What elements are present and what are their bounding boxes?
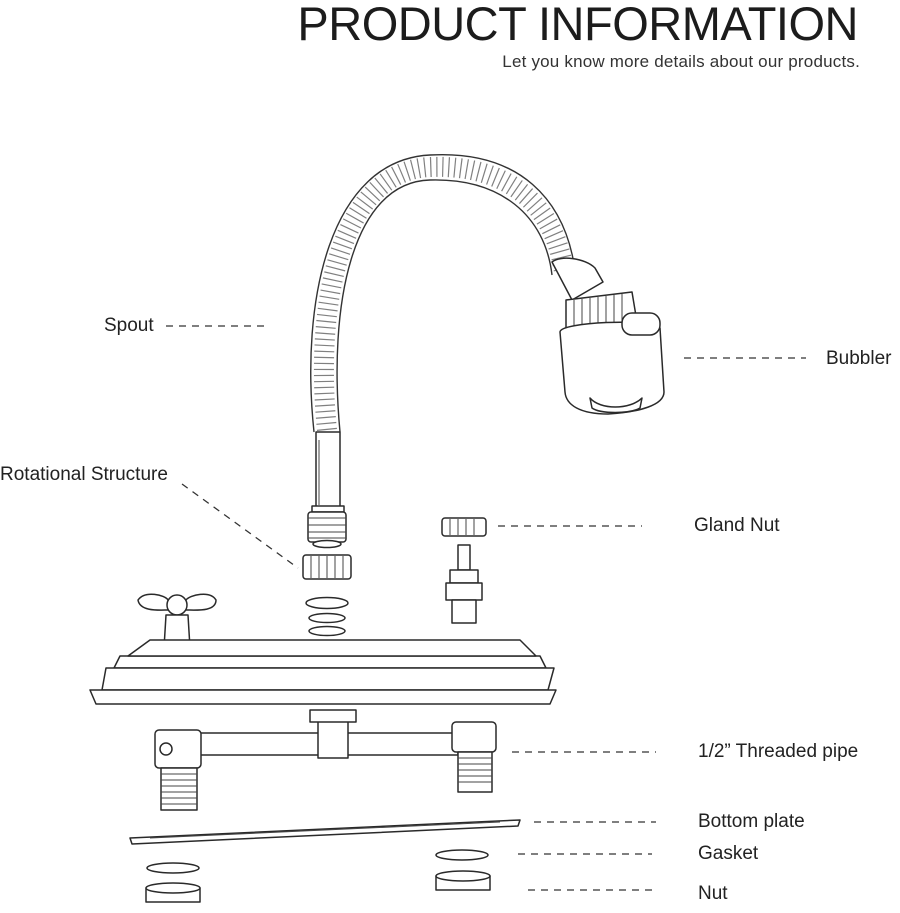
rotational-structure-label: Rotational Structure <box>0 464 168 485</box>
gasket-label: Gasket <box>698 843 759 864</box>
page-title: PRODUCT INFORMATION <box>297 0 858 50</box>
threaded-pipe-label: 1/2” Threaded pipe <box>698 741 859 762</box>
deck-plate <box>89 639 557 705</box>
leader-lines <box>166 325 806 891</box>
nut-part <box>145 870 491 903</box>
bubbler-label: Bubbler <box>826 348 892 369</box>
bottom-plate-part <box>129 819 521 845</box>
gland-nut-part <box>441 517 487 624</box>
bubbler-part <box>551 257 665 415</box>
gland-nut-label: Gland Nut <box>694 515 780 536</box>
nut-label: Nut <box>698 883 728 904</box>
threaded-pipe-part <box>154 709 497 811</box>
spout-label: Spout <box>104 315 154 336</box>
page-subtitle: Let you know more details about our prod… <box>502 52 860 71</box>
rotational-structure-part <box>302 511 352 637</box>
spout-hose <box>310 153 576 513</box>
bottom-plate-label: Bottom plate <box>698 811 805 832</box>
gasket-part <box>146 849 489 874</box>
